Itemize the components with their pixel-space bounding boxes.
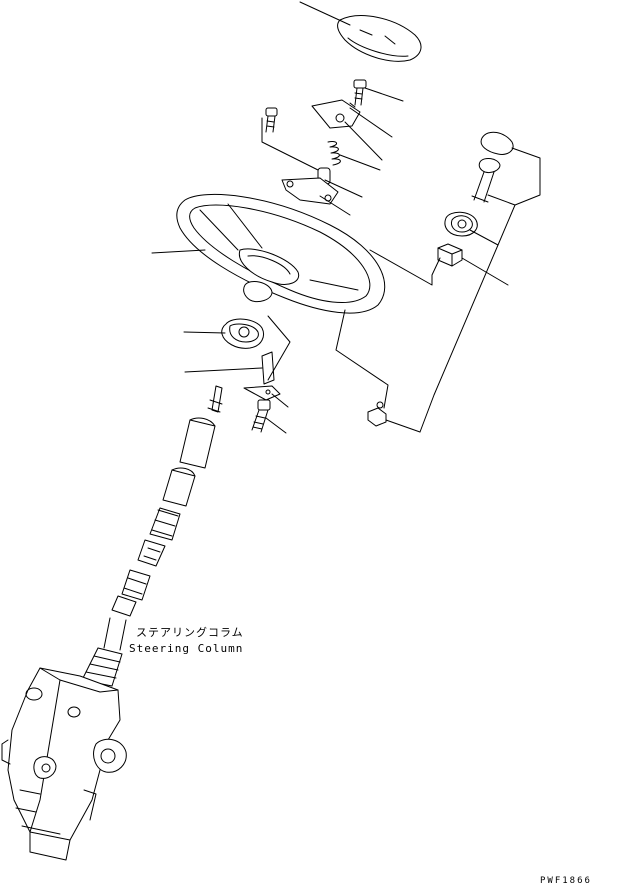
leader-line (487, 194, 516, 206)
leader-line (419, 244, 499, 433)
leader-line (369, 249, 441, 286)
nut (367, 401, 387, 427)
leader-line (511, 147, 541, 206)
steering-gear-box (1, 667, 127, 861)
leader-line (299, 1, 351, 26)
leader-line (461, 257, 509, 286)
hub-collar (444, 211, 478, 237)
bushing (437, 243, 463, 267)
leader-line (335, 309, 389, 409)
leader-line (339, 154, 381, 171)
leader-line (349, 107, 393, 138)
leader-line (265, 417, 287, 434)
leader-line (385, 419, 421, 433)
hub-pin (471, 157, 501, 203)
figure-code: PWF1866 (540, 876, 592, 886)
clip (243, 385, 281, 401)
leader-line (324, 179, 363, 198)
screw (265, 107, 278, 133)
spring (327, 141, 341, 166)
component-label-japanese: ステアリングコラム (136, 626, 244, 639)
component-label-english: Steering Column (129, 642, 244, 655)
leader-line (261, 117, 323, 173)
leader-line (267, 315, 291, 381)
hub-cap (480, 131, 514, 155)
column-boot (81, 647, 123, 687)
leader-line (344, 121, 383, 161)
leader-line (364, 87, 404, 102)
contact-plate (311, 99, 361, 129)
bolt (251, 399, 271, 433)
leader-line (183, 331, 226, 334)
spacer-ring (221, 318, 264, 349)
key-pin (261, 351, 275, 385)
bolt (353, 79, 367, 106)
leader-line (319, 195, 351, 216)
leader-line (271, 393, 289, 408)
horn-pad-cover (337, 15, 422, 62)
leader-line (151, 249, 206, 254)
steering-wheel (176, 193, 386, 314)
steering-shaft (103, 385, 223, 651)
leader-line (184, 367, 263, 373)
